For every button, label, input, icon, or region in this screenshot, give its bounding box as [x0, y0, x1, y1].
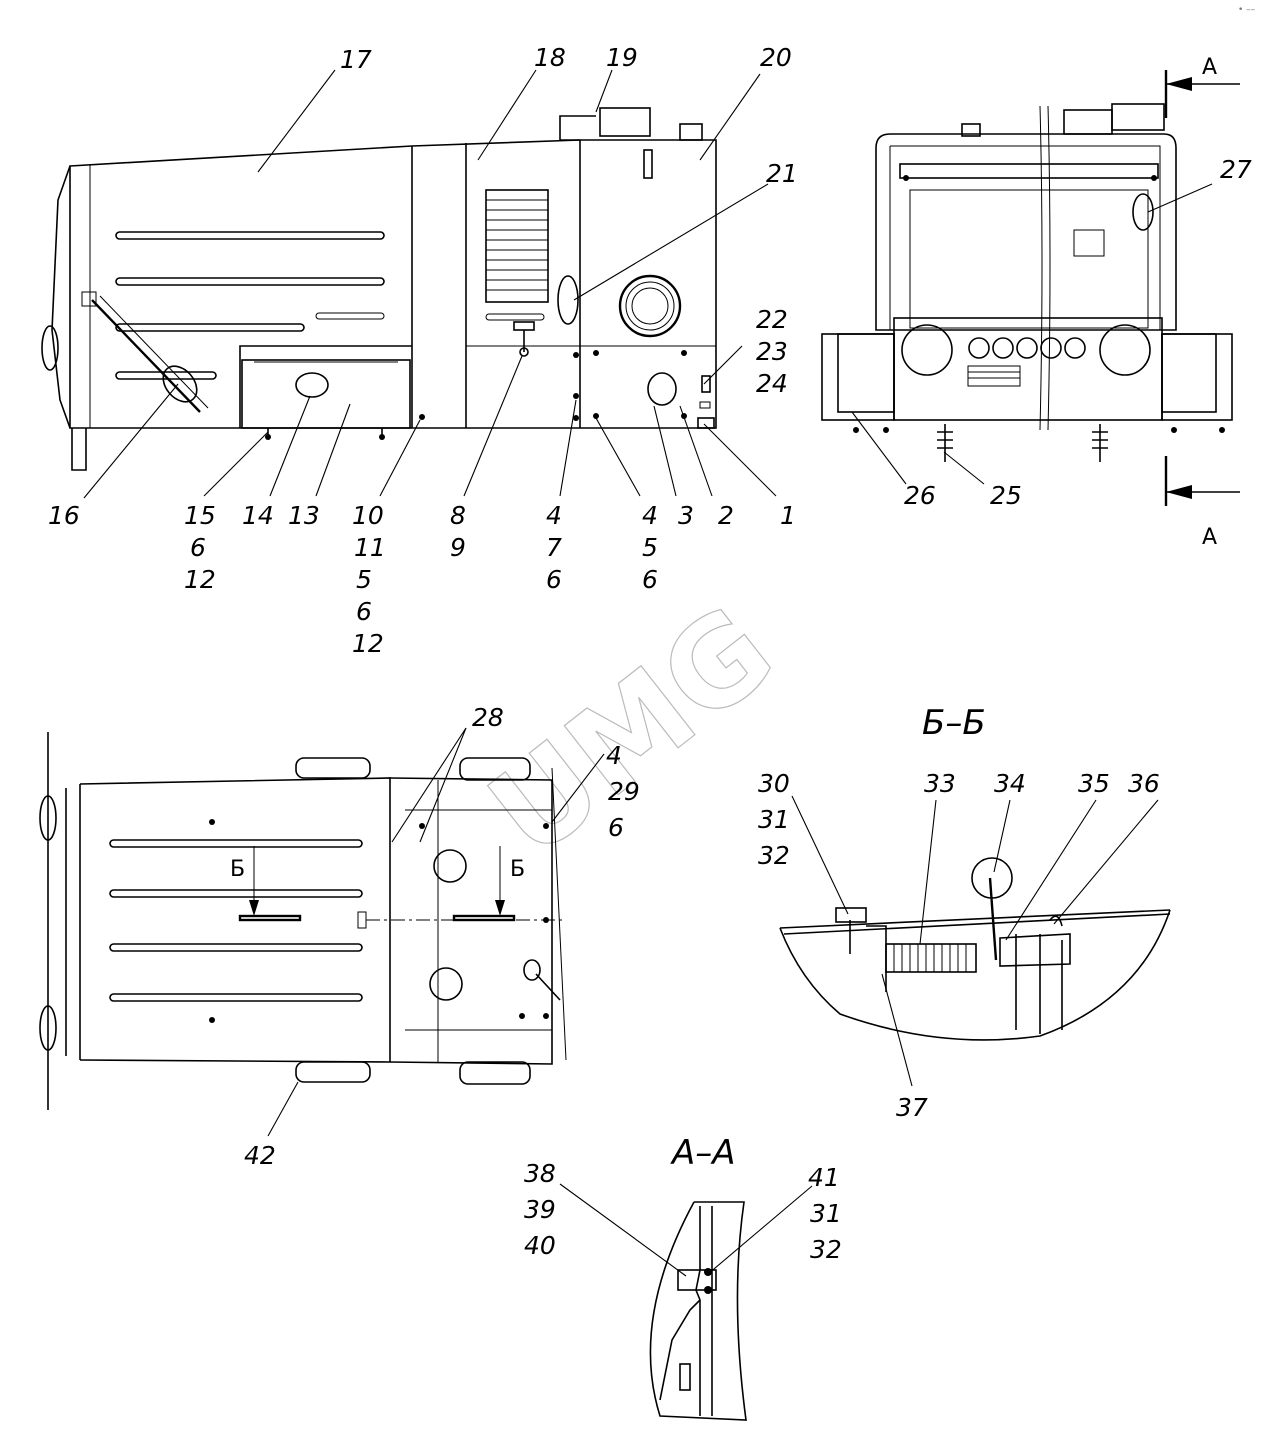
callout-28: 28 — [472, 703, 504, 732]
callout-38: 38 — [524, 1159, 556, 1188]
section-bb: Б–Б — [779, 703, 1171, 1041]
callout-3: 3 — [678, 501, 694, 530]
callout-39: 39 — [524, 1195, 556, 1224]
callout-29: 29 — [608, 777, 640, 806]
callout-6: 6 — [190, 533, 206, 562]
callout-14: 14 — [242, 501, 274, 530]
callout-17: 17 — [340, 45, 372, 74]
callout-19: 19 — [606, 43, 638, 72]
callout-35: 35 — [1078, 769, 1110, 798]
callout-21: 21 — [766, 159, 798, 188]
callout-32: 32 — [758, 841, 790, 870]
section-aa-title: А–А — [670, 1133, 736, 1173]
callout-6: 6 — [642, 565, 658, 594]
callout-30: 30 — [758, 769, 790, 798]
callout-13: 13 — [288, 501, 320, 530]
callout-26: 26 — [904, 481, 936, 510]
section-aa: А–А — [649, 1133, 747, 1421]
callout-10: 10 — [352, 501, 384, 530]
callout-37: 37 — [896, 1093, 928, 1122]
callout-6: 6 — [356, 597, 372, 626]
callout-4: 4 — [546, 501, 562, 530]
view-a-label-top: А — [1202, 55, 1217, 80]
callout-labels: 17 18 19 20 21 22 23 24 16 15 6 12 14 13… — [48, 43, 1252, 1264]
callout-23: 23 — [756, 337, 788, 366]
callout-5: 5 — [642, 533, 658, 562]
callout-7: 7 — [546, 533, 562, 562]
top-view: Б Б — [39, 732, 567, 1110]
callout-1: 1 — [780, 501, 796, 530]
callout-33: 33 — [924, 769, 956, 798]
callout-8: 8 — [450, 501, 466, 530]
callout-31: 31 — [758, 805, 790, 834]
corner-mark: • –– — [1238, 5, 1256, 15]
callout-32: 32 — [810, 1235, 842, 1264]
watermark: UMG — [465, 581, 799, 885]
callout-11: 11 — [354, 533, 386, 562]
callout-6: 6 — [546, 565, 562, 594]
callout-15: 15 — [184, 501, 216, 530]
front-view: А А — [821, 55, 1240, 550]
side-view — [41, 107, 717, 471]
view-a-label-bottom: А — [1202, 525, 1217, 550]
callout-25: 25 — [990, 481, 1022, 510]
callout-36: 36 — [1128, 769, 1160, 798]
leader-lines — [83, 69, 1213, 1277]
callout-4: 4 — [642, 501, 658, 530]
callout-12: 12 — [352, 629, 384, 658]
callout-24: 24 — [756, 369, 788, 398]
callout-22: 22 — [756, 305, 788, 334]
callout-4: 4 — [606, 741, 622, 770]
callout-2: 2 — [718, 501, 734, 530]
section-bb-title: Б–Б — [922, 703, 986, 743]
callout-42: 42 — [244, 1141, 276, 1170]
cut-b-label-right: Б — [510, 857, 525, 882]
callout-20: 20 — [760, 43, 792, 72]
callout-31: 31 — [810, 1199, 842, 1228]
callout-6: 6 — [608, 813, 624, 842]
cut-b-label-left: Б — [230, 857, 245, 882]
callout-27: 27 — [1220, 155, 1252, 184]
callout-9: 9 — [450, 533, 466, 562]
callout-41: 41 — [808, 1163, 840, 1192]
callout-16: 16 — [48, 501, 80, 530]
callout-40: 40 — [524, 1231, 556, 1260]
callout-12: 12 — [184, 565, 216, 594]
callout-5: 5 — [356, 565, 372, 594]
callout-18: 18 — [534, 43, 566, 72]
callout-34: 34 — [994, 769, 1026, 798]
